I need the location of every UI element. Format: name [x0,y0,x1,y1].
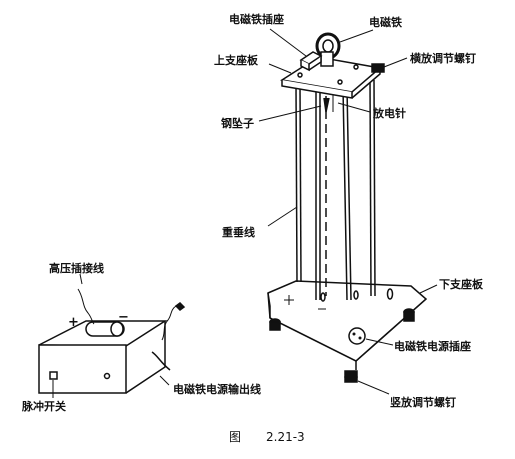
label-pulse-switch: 脉冲开关 [21,399,66,413]
label-lower-plate: 下支座板 [439,277,484,291]
caption-prefix: 图 [229,430,241,444]
label-vertical-screw: 竖放调节螺钉 [390,395,456,409]
label-steel-bob: 钢坠子 [221,116,254,130]
output-line [151,351,171,371]
horizontal-adjust-screw [371,63,385,73]
electromagnet-socket [299,51,323,72]
leader-lines [52,28,438,398]
plus-sign: + [68,315,79,330]
label-horizontal-screw: 横放调节螺钉 [410,51,476,65]
labels: 电磁铁插座 电磁铁 上支座板 横放调节螺钉 钢坠子 放电针 重垂线 高压插接线 … [21,12,484,444]
caption-number: 2.21-3 [266,430,305,444]
electromagnet [315,32,341,67]
label-electromagnet-socket: 电磁铁插座 [229,12,284,26]
label-upper-plate: 上支座板 [214,53,259,67]
power-socket [348,327,366,345]
label-electromagnet: 电磁铁 [369,15,402,29]
label-power-socket: 电磁铁电源插座 [394,339,471,353]
hv-connector [85,321,125,337]
label-output-line: 电磁铁电源输出线 [173,382,261,396]
vertical-adjust-screw [269,308,415,383]
pulse-power-box [38,288,186,394]
pulse-switch[interactable] [49,371,58,380]
label-hv-cable: 高压插接线 [49,261,104,275]
support-rods [295,79,376,301]
lower-support-plate [267,280,428,370]
apparatus [267,32,428,383]
minus-sign: − [118,310,129,325]
steel-bob [323,97,330,113]
hv-lead [77,288,95,325]
label-plumb-line: 重垂线 [222,225,255,239]
label-discharge-needle: 放电针 [372,106,406,120]
